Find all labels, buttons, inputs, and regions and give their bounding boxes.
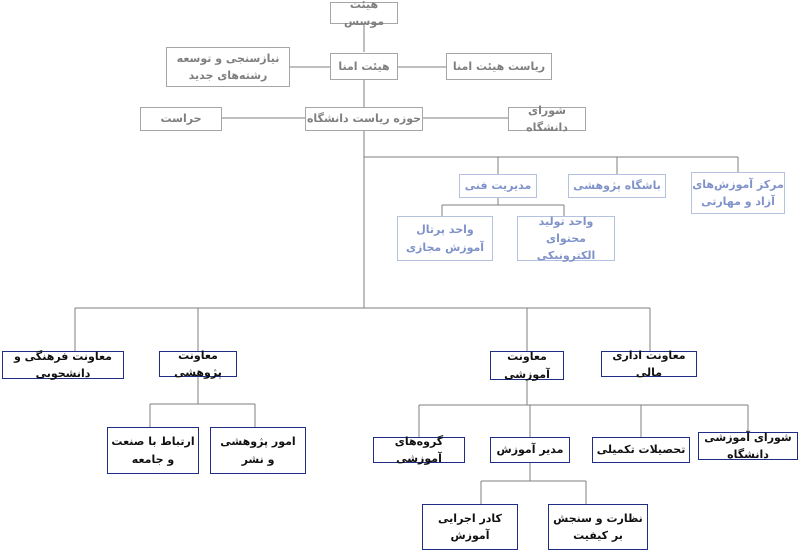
node-vp-research: معاونت پژوهشی <box>159 349 237 379</box>
node-quality-assurance: نظارت و سنجش بر کیفیت <box>548 504 648 550</box>
node-vp-admin-finance: معاونت اداری مالی <box>601 349 697 379</box>
node-education-council: شورای آموزشی دانشگاه <box>698 431 798 461</box>
node-university-council: شورای دانشگاه <box>508 104 586 134</box>
node-vp-culture: معاونت فرهنگی و دانشجویی <box>2 350 124 380</box>
node-needs-assessment: نیازسنجی و توسعه رشته‌های جدید <box>166 47 290 87</box>
node-research-club: باشگاه پژوهشی <box>568 174 666 198</box>
node-education-groups: گروه‌های آموزشی <box>373 435 465 465</box>
node-board-chair: ریاست هیئت امنا <box>446 53 552 80</box>
node-graduate-studies: تحصیلات تکمیلی <box>592 437 690 463</box>
node-research-affairs: امور پژوهشی و نشر <box>210 427 306 474</box>
node-free-education-center: مرکز آموزش‌های آزاد و مهارتی <box>691 172 785 214</box>
node-education-staff: کادر اجرایی آموزش <box>422 504 518 550</box>
node-presidency: حوزه ریاست دانشگاه <box>305 107 423 131</box>
node-security: حراست <box>140 107 222 131</box>
node-vp-education: معاونت آموزشی <box>490 350 564 381</box>
node-portal-unit: واحد پرتال آموزش مجازی <box>397 216 493 261</box>
node-board-of-trustees: هیئت امنا <box>330 53 398 80</box>
node-founders: هیئت موسس <box>330 0 398 28</box>
node-education-manager: مدیر آموزش <box>490 437 570 463</box>
node-technical-management: مدیریت فنی <box>459 174 537 198</box>
node-industry-link: ارتباط با صنعت و جامعه <box>107 427 199 474</box>
node-content-unit: واحد تولید محتوای الکترونیکی <box>517 215 615 262</box>
